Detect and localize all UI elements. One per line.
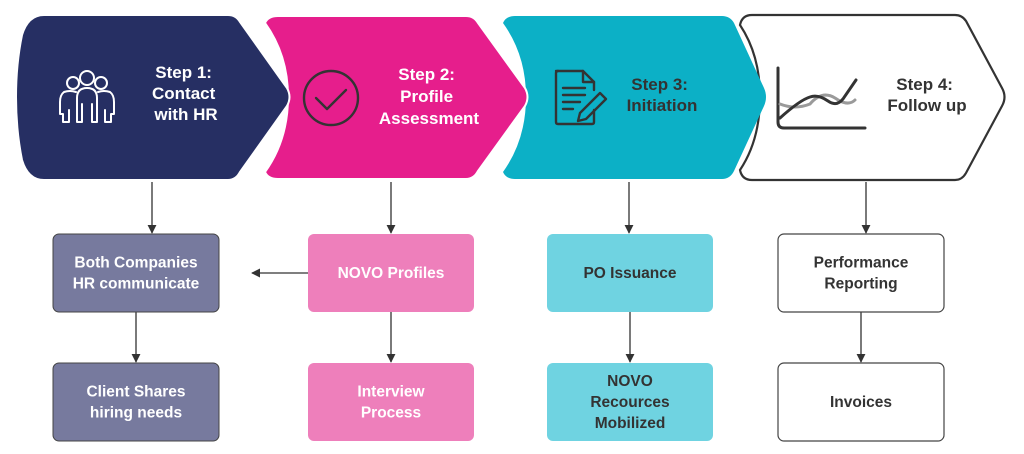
step-4-line: Step 4: — [896, 75, 953, 94]
box-3-1: PO Issuance — [547, 234, 713, 312]
check-circle-icon — [302, 69, 360, 127]
people-group-icon — [59, 70, 115, 123]
step-2-title: Step 2: Profile Assessment — [379, 65, 480, 128]
box-label-line: Performance — [814, 255, 909, 272]
step-2-shape — [263, 15, 529, 180]
box-label-line: NOVO — [607, 373, 653, 390]
box-label: NOVO Profiles — [338, 265, 445, 282]
step-3-line: Initiation — [627, 96, 698, 115]
box-2-1: NOVO Profiles — [308, 234, 474, 312]
box-shape — [777, 233, 945, 313]
document-edit-icon — [554, 69, 608, 126]
step-1-title: Step 1: Contact with HR — [152, 63, 220, 124]
box-shape — [308, 363, 474, 441]
step-2-line: Step 2: — [398, 65, 455, 84]
step-1-shape — [14, 14, 291, 181]
step-1-line: Step 1: — [155, 63, 212, 82]
box-shape — [547, 363, 713, 441]
line-chart-icon — [776, 66, 867, 130]
box-shape — [777, 362, 945, 442]
step-2-line: Profile — [400, 87, 453, 106]
step-4-chevron: Step 4: Follow up — [738, 13, 1006, 182]
step-4-shape — [738, 13, 1006, 182]
box-shape — [52, 233, 220, 313]
box-label: Invoices — [830, 394, 892, 411]
box-label-line: HR communicate — [73, 276, 200, 293]
box-1-1: Both Companies HR communicate — [52, 233, 220, 313]
step-1-chevron: Step 1: Contact with HR — [14, 14, 291, 181]
box-label-line: PO Issuance — [583, 265, 676, 282]
step-4-line: Follow up — [887, 96, 966, 115]
step-3-title: Step 3: Initiation — [627, 75, 698, 115]
step-2-line: Assessment — [379, 109, 480, 128]
step-1-line: with HR — [153, 105, 217, 124]
step-3-line: Step 3: — [631, 75, 688, 94]
box-label-line: Invoices — [830, 394, 892, 411]
box-label-line: Mobilized — [595, 415, 666, 432]
box-1-2: Client Shares hiring needs — [52, 362, 220, 442]
connectors — [131, 182, 871, 363]
step-1-line: Contact — [152, 84, 216, 103]
box-shape — [52, 362, 220, 442]
box-label-line: NOVO Profiles — [338, 265, 445, 282]
box-label: Both Companies HR communicate — [73, 255, 200, 293]
box-label-line: Interview — [357, 384, 425, 401]
box-label-line: Process — [361, 405, 421, 422]
step-3-chevron: Step 3: Initiation — [503, 16, 766, 179]
box-label-line: Recources — [590, 394, 669, 411]
box-label-line: Both Companies — [74, 255, 197, 272]
step-4-title: Step 4: Follow up — [887, 75, 966, 115]
step-2-chevron: Step 2: Profile Assessment — [263, 15, 529, 180]
box-label-line: hiring needs — [90, 405, 182, 422]
box-shape — [308, 234, 474, 312]
box-label-line: Reporting — [824, 276, 897, 293]
step-3-shape — [503, 16, 766, 179]
box-label-line: Client Shares — [86, 384, 185, 401]
box-4-2: Invoices — [777, 362, 945, 442]
box-label: PO Issuance — [583, 265, 676, 282]
box-shape — [547, 234, 713, 312]
box-label: Client Shares hiring needs — [86, 384, 185, 422]
